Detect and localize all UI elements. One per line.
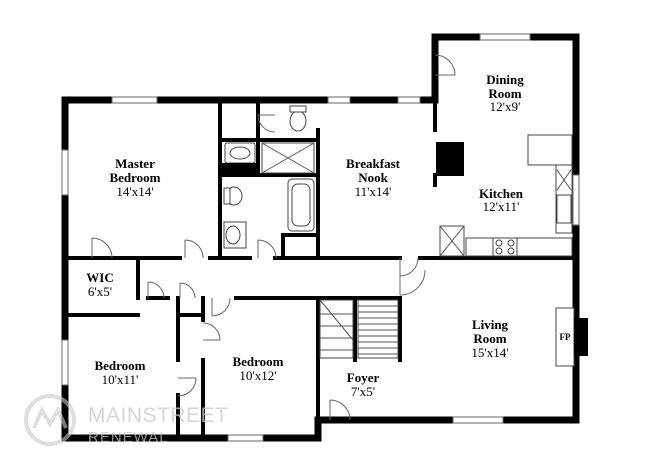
kitchen-dims: 12'x11': [483, 199, 520, 214]
kitchen-sink-icon: [556, 194, 572, 224]
pantry-block: [436, 142, 464, 176]
bedroom-left-name: Bedroom: [94, 358, 145, 373]
fixtures: [222, 105, 588, 367]
bedroom-center-dims: 10'x12': [239, 368, 276, 383]
living-room-name-line1: Living: [472, 317, 509, 332]
master-bedroom-name-line2: Bedroom: [109, 170, 160, 185]
doors: [91, 54, 456, 421]
watermark-line1: MAINSTREET: [88, 404, 228, 427]
dining-room-name-line1: Dining: [486, 72, 524, 87]
room-labels: Dining Room 12'x9' Master Bedroom 14'x14…: [86, 72, 571, 399]
watermark-logo-icon: [24, 394, 76, 446]
watermark-line2: RENEWAL: [88, 429, 169, 446]
wic-dims: 6'x5': [88, 284, 112, 299]
kitchen-counter: [527, 134, 573, 166]
master-bedroom-name-line1: Master: [115, 156, 155, 171]
wic-name: WIC: [86, 270, 113, 285]
bedroom-left-dims: 10'x11': [102, 372, 139, 387]
kitchen-name: Kitchen: [479, 186, 524, 201]
living-room-dims: 15'x14': [471, 345, 508, 360]
stairs: [319, 299, 399, 359]
vanity-block: [222, 163, 258, 175]
interior-walls: [63, 98, 578, 440]
breakfast-nook-name-line2: Nook: [358, 170, 388, 185]
breakfast-nook-dims: 11'x14': [355, 184, 392, 199]
fireplace-label: FP: [560, 332, 571, 342]
bedroom-center-name: Bedroom: [232, 354, 283, 369]
kitchen-counter: [465, 237, 573, 257]
living-room-name-line2: Room: [473, 331, 506, 346]
breakfast-nook-name-line1: Breakfast: [346, 156, 401, 171]
foyer-dims: 7'x5': [351, 384, 375, 399]
toilet-icon: [289, 110, 307, 132]
windows: [61, 33, 580, 442]
foyer-name: Foyer: [347, 370, 380, 385]
watermark: MAINSTREET RENEWAL: [24, 394, 228, 446]
dining-room-name-line2: Room: [488, 86, 521, 101]
dining-room-dims: 12'x9': [490, 99, 521, 114]
master-bedroom-dims: 14'x14': [116, 184, 153, 199]
